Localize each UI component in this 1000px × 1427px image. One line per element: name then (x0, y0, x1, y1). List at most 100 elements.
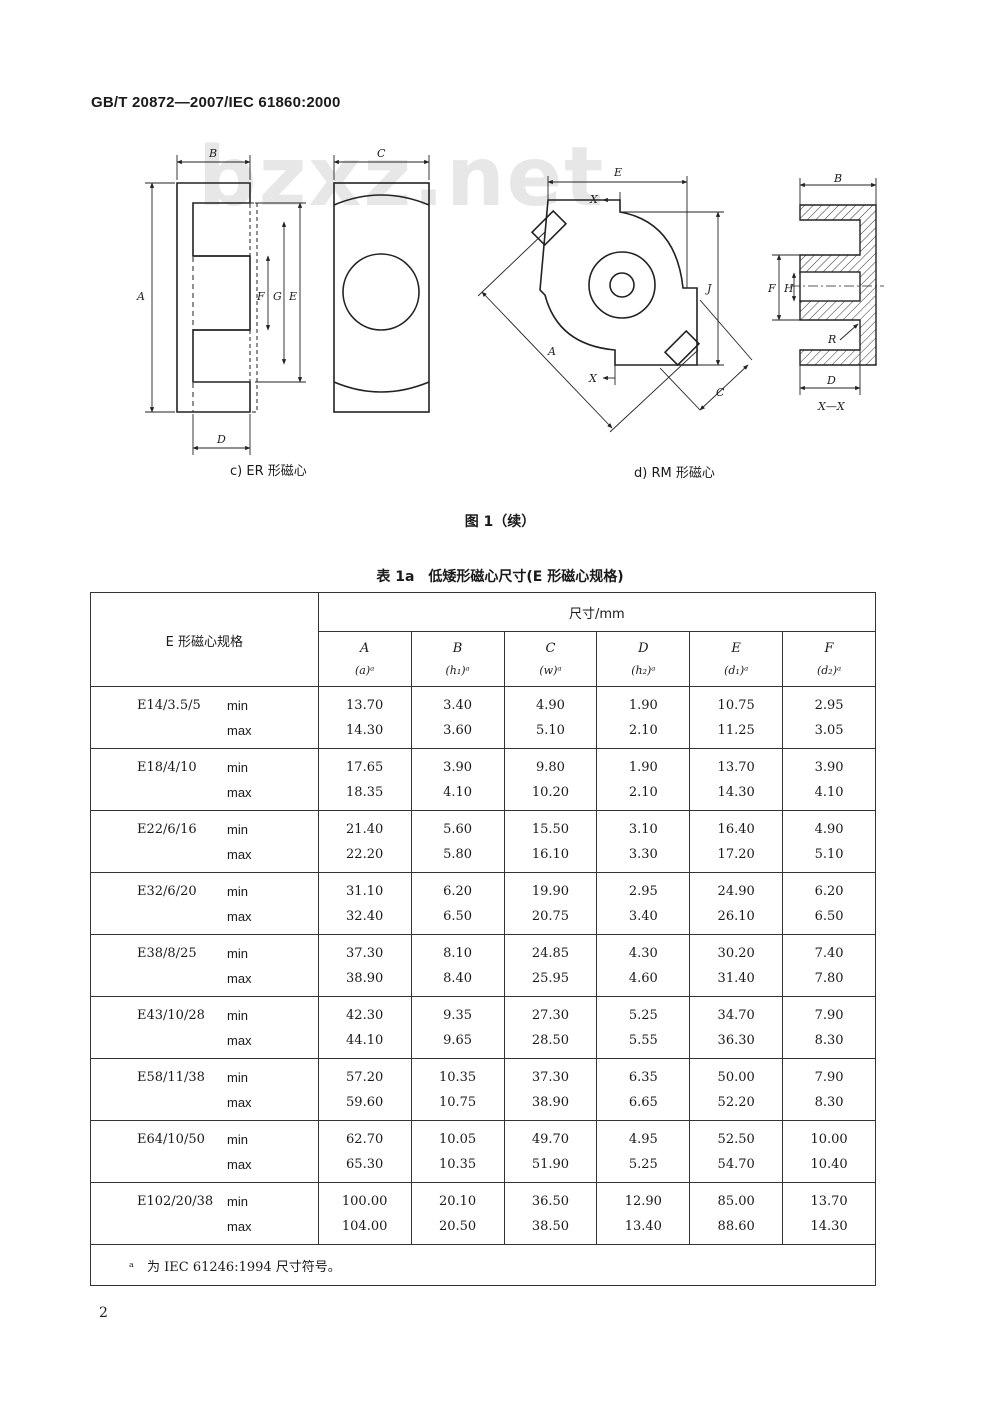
max-label: max (227, 722, 252, 738)
min-value: 42.30 (346, 1007, 384, 1023)
value-cell: 21.40 22.20 (317, 810, 412, 873)
min-value: 17.65 (346, 759, 384, 775)
min-value: 4.30 (628, 945, 658, 961)
max-value: 14.30 (810, 1218, 848, 1234)
min-value: 19.90 (531, 883, 570, 899)
min-value: 37.30 (346, 945, 384, 961)
value-cell: 9.80 10.20 (503, 748, 598, 811)
rm-label-a: A (547, 345, 556, 358)
max-value: 36.30 (717, 1032, 755, 1048)
max-value: 17.20 (717, 846, 755, 862)
figure-title: 图 1（续） (464, 514, 536, 530)
max-value: 10.20 (531, 784, 570, 800)
min-value: 21.40 (346, 821, 384, 837)
column-header-c: C(w)ᵃ (503, 631, 598, 687)
min-label: min (227, 883, 248, 899)
max-label: max (227, 784, 252, 800)
max-value: 5.10 (535, 722, 565, 738)
min-value: 6.20 (814, 883, 844, 899)
column-symbol: E (731, 641, 741, 656)
min-value: 9.80 (535, 759, 565, 775)
min-value: 3.90 (814, 759, 844, 775)
spec-name: E102/20/38 (137, 1193, 214, 1209)
rm-caption: d) RM 形磁心 (634, 466, 715, 481)
max-value: 7.80 (814, 970, 844, 986)
max-value: 4.10 (814, 784, 844, 800)
max-value: 88.60 (717, 1218, 755, 1234)
max-value: 26.10 (717, 908, 755, 924)
er-core-side-view (176, 182, 258, 413)
min-label: min (227, 1069, 248, 1085)
min-value: 2.95 (628, 883, 658, 899)
max-value: 25.95 (531, 970, 570, 986)
min-value: 20.10 (438, 1193, 477, 1209)
min-value: 49.70 (531, 1131, 570, 1147)
max-value: 13.40 (624, 1218, 662, 1234)
min-value: 7.90 (814, 1069, 844, 1085)
max-value: 11.25 (717, 722, 755, 738)
max-value: 31.40 (717, 970, 755, 986)
column-header-a: A (a)ᵃ (317, 631, 412, 687)
max-value: 2.10 (628, 722, 658, 738)
min-value: 52.50 (717, 1131, 755, 1147)
column-symbol: A (359, 641, 370, 656)
column-iec-symbol: (w)ᵃ (539, 664, 562, 677)
min-value: 13.70 (810, 1193, 848, 1209)
min-value: 6.35 (628, 1069, 658, 1085)
min-label: min (227, 821, 248, 837)
max-value: 14.30 (717, 784, 755, 800)
max-value: 32.40 (346, 908, 384, 924)
min-value: 36.50 (531, 1193, 570, 1209)
watermark: bzxz.net (198, 130, 606, 225)
min-value: 85.00 (717, 1193, 755, 1209)
max-value: 4.10 (443, 784, 473, 800)
max-value: 22.20 (346, 846, 384, 862)
min-label: min (227, 945, 248, 961)
max-value: 3.30 (628, 846, 658, 862)
min-value: 6.20 (443, 883, 473, 899)
max-value: 2.10 (628, 784, 658, 800)
table-title: 表 1a 低矮形磁心尺寸(E 形磁心规格) (376, 569, 624, 585)
min-label: min (227, 759, 248, 775)
column-iec-symbol: (a)ᵃ (355, 664, 375, 677)
max-value: 9.65 (443, 1032, 473, 1048)
max-value: 3.60 (443, 722, 473, 738)
max-value: 104.00 (341, 1218, 388, 1234)
max-value: 6.50 (814, 908, 844, 924)
min-value: 13.70 (346, 697, 384, 713)
max-value: 8.40 (443, 970, 473, 986)
er-label-f: F (256, 290, 265, 303)
column-header-b: B(h₁)ᵃ (410, 631, 505, 687)
er-caption: c) ER 形磁心 (230, 464, 307, 479)
